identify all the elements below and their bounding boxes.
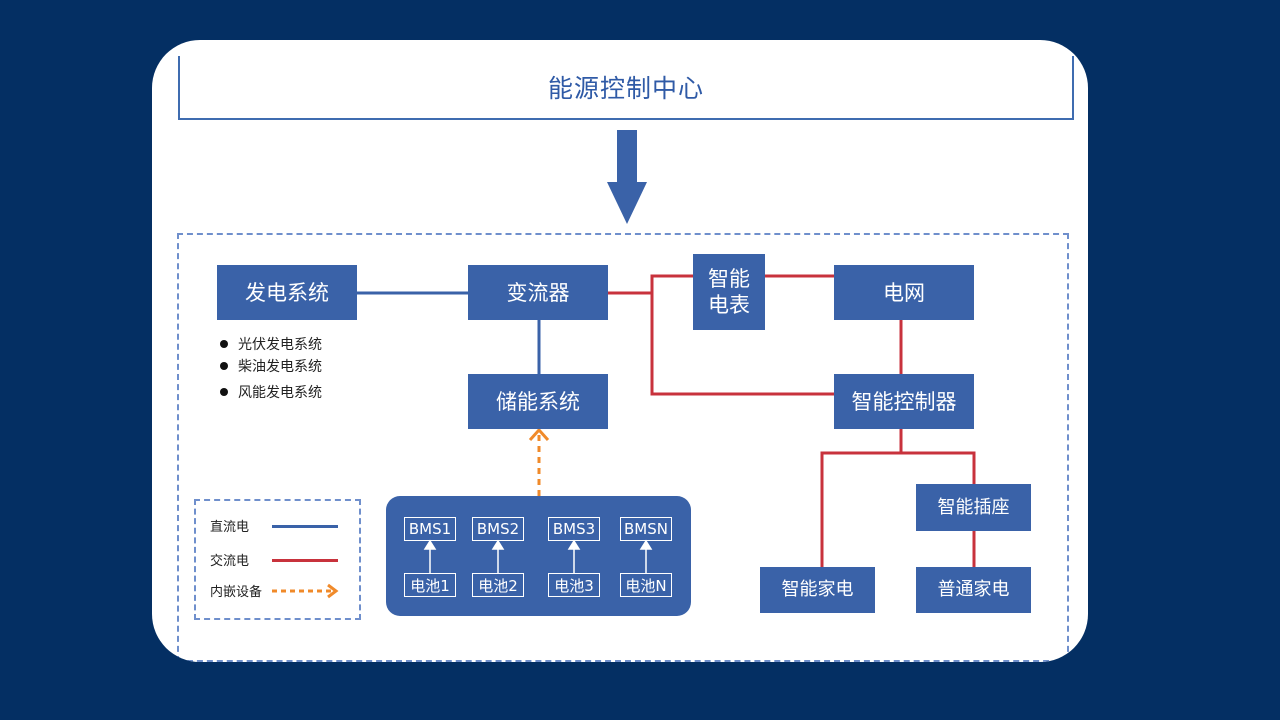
legend-embedded-arrow-icon	[272, 583, 339, 599]
ac-line-converter-controller	[650, 293, 834, 396]
smart-socket: 智能插座	[916, 484, 1031, 531]
list-item: 风能发电系统	[220, 382, 322, 402]
list-item: 柴油发电系统	[220, 356, 322, 376]
smart-controller: 智能控制器	[834, 374, 974, 429]
legend-dc-label: 直流电	[210, 520, 250, 535]
battery-chip: 电池1	[404, 573, 456, 597]
up-arrow-icon	[423, 539, 437, 550]
up-arrow-icon	[639, 539, 653, 550]
up-arrow-icon	[567, 539, 581, 550]
diagram-card: 能源控制中心 发电系统 变流器 智能 电表 电网 储能系统 智能控制器 智能插座…	[152, 40, 1088, 662]
normal-appliance: 普通家电	[916, 567, 1031, 613]
legend: 直流电 交流电 内嵌设备	[194, 499, 361, 620]
converter: 变流器	[468, 265, 608, 320]
bullet-icon	[220, 388, 228, 396]
legend-ac-label: 交流电	[210, 554, 250, 569]
power-generation-system: 发电系统	[217, 265, 357, 320]
legend-embedded-label: 内嵌设备	[210, 585, 263, 600]
battery-chip: 电池N	[620, 573, 672, 597]
connector-layer	[357, 130, 976, 567]
embedded-arrow-head-icon	[528, 427, 550, 442]
up-arrow-icon	[491, 539, 505, 550]
ac-line-converter-meter	[608, 274, 693, 295]
grid: 电网	[834, 265, 974, 320]
bullet-icon	[220, 340, 228, 348]
battery-chip: 电池2	[472, 573, 524, 597]
bullet-icon	[220, 362, 228, 370]
energy-control-center: 能源控制中心	[178, 56, 1074, 120]
legend-ac-line	[272, 559, 338, 562]
smart-meter: 智能 电表	[693, 254, 765, 330]
smart-appliance: 智能家电	[760, 567, 875, 613]
battery-chip: 电池3	[548, 573, 600, 597]
bms-panel: BMS1 BMS2 BMS3 BMSN 电池1 电池2 电池3 电池N	[386, 496, 691, 616]
system-boundary	[177, 233, 1069, 662]
bms-arrows	[423, 539, 653, 573]
ac-line-branch-socket	[901, 451, 976, 484]
ac-line-controller-branch	[820, 428, 903, 567]
energy-control-center-label: 能源控制中心	[547, 74, 704, 103]
down-arrow-icon	[607, 130, 647, 224]
list-item: 光伏发电系统	[220, 334, 322, 354]
energy-storage-system: 储能系统	[468, 374, 608, 429]
legend-dc-line	[272, 525, 338, 528]
